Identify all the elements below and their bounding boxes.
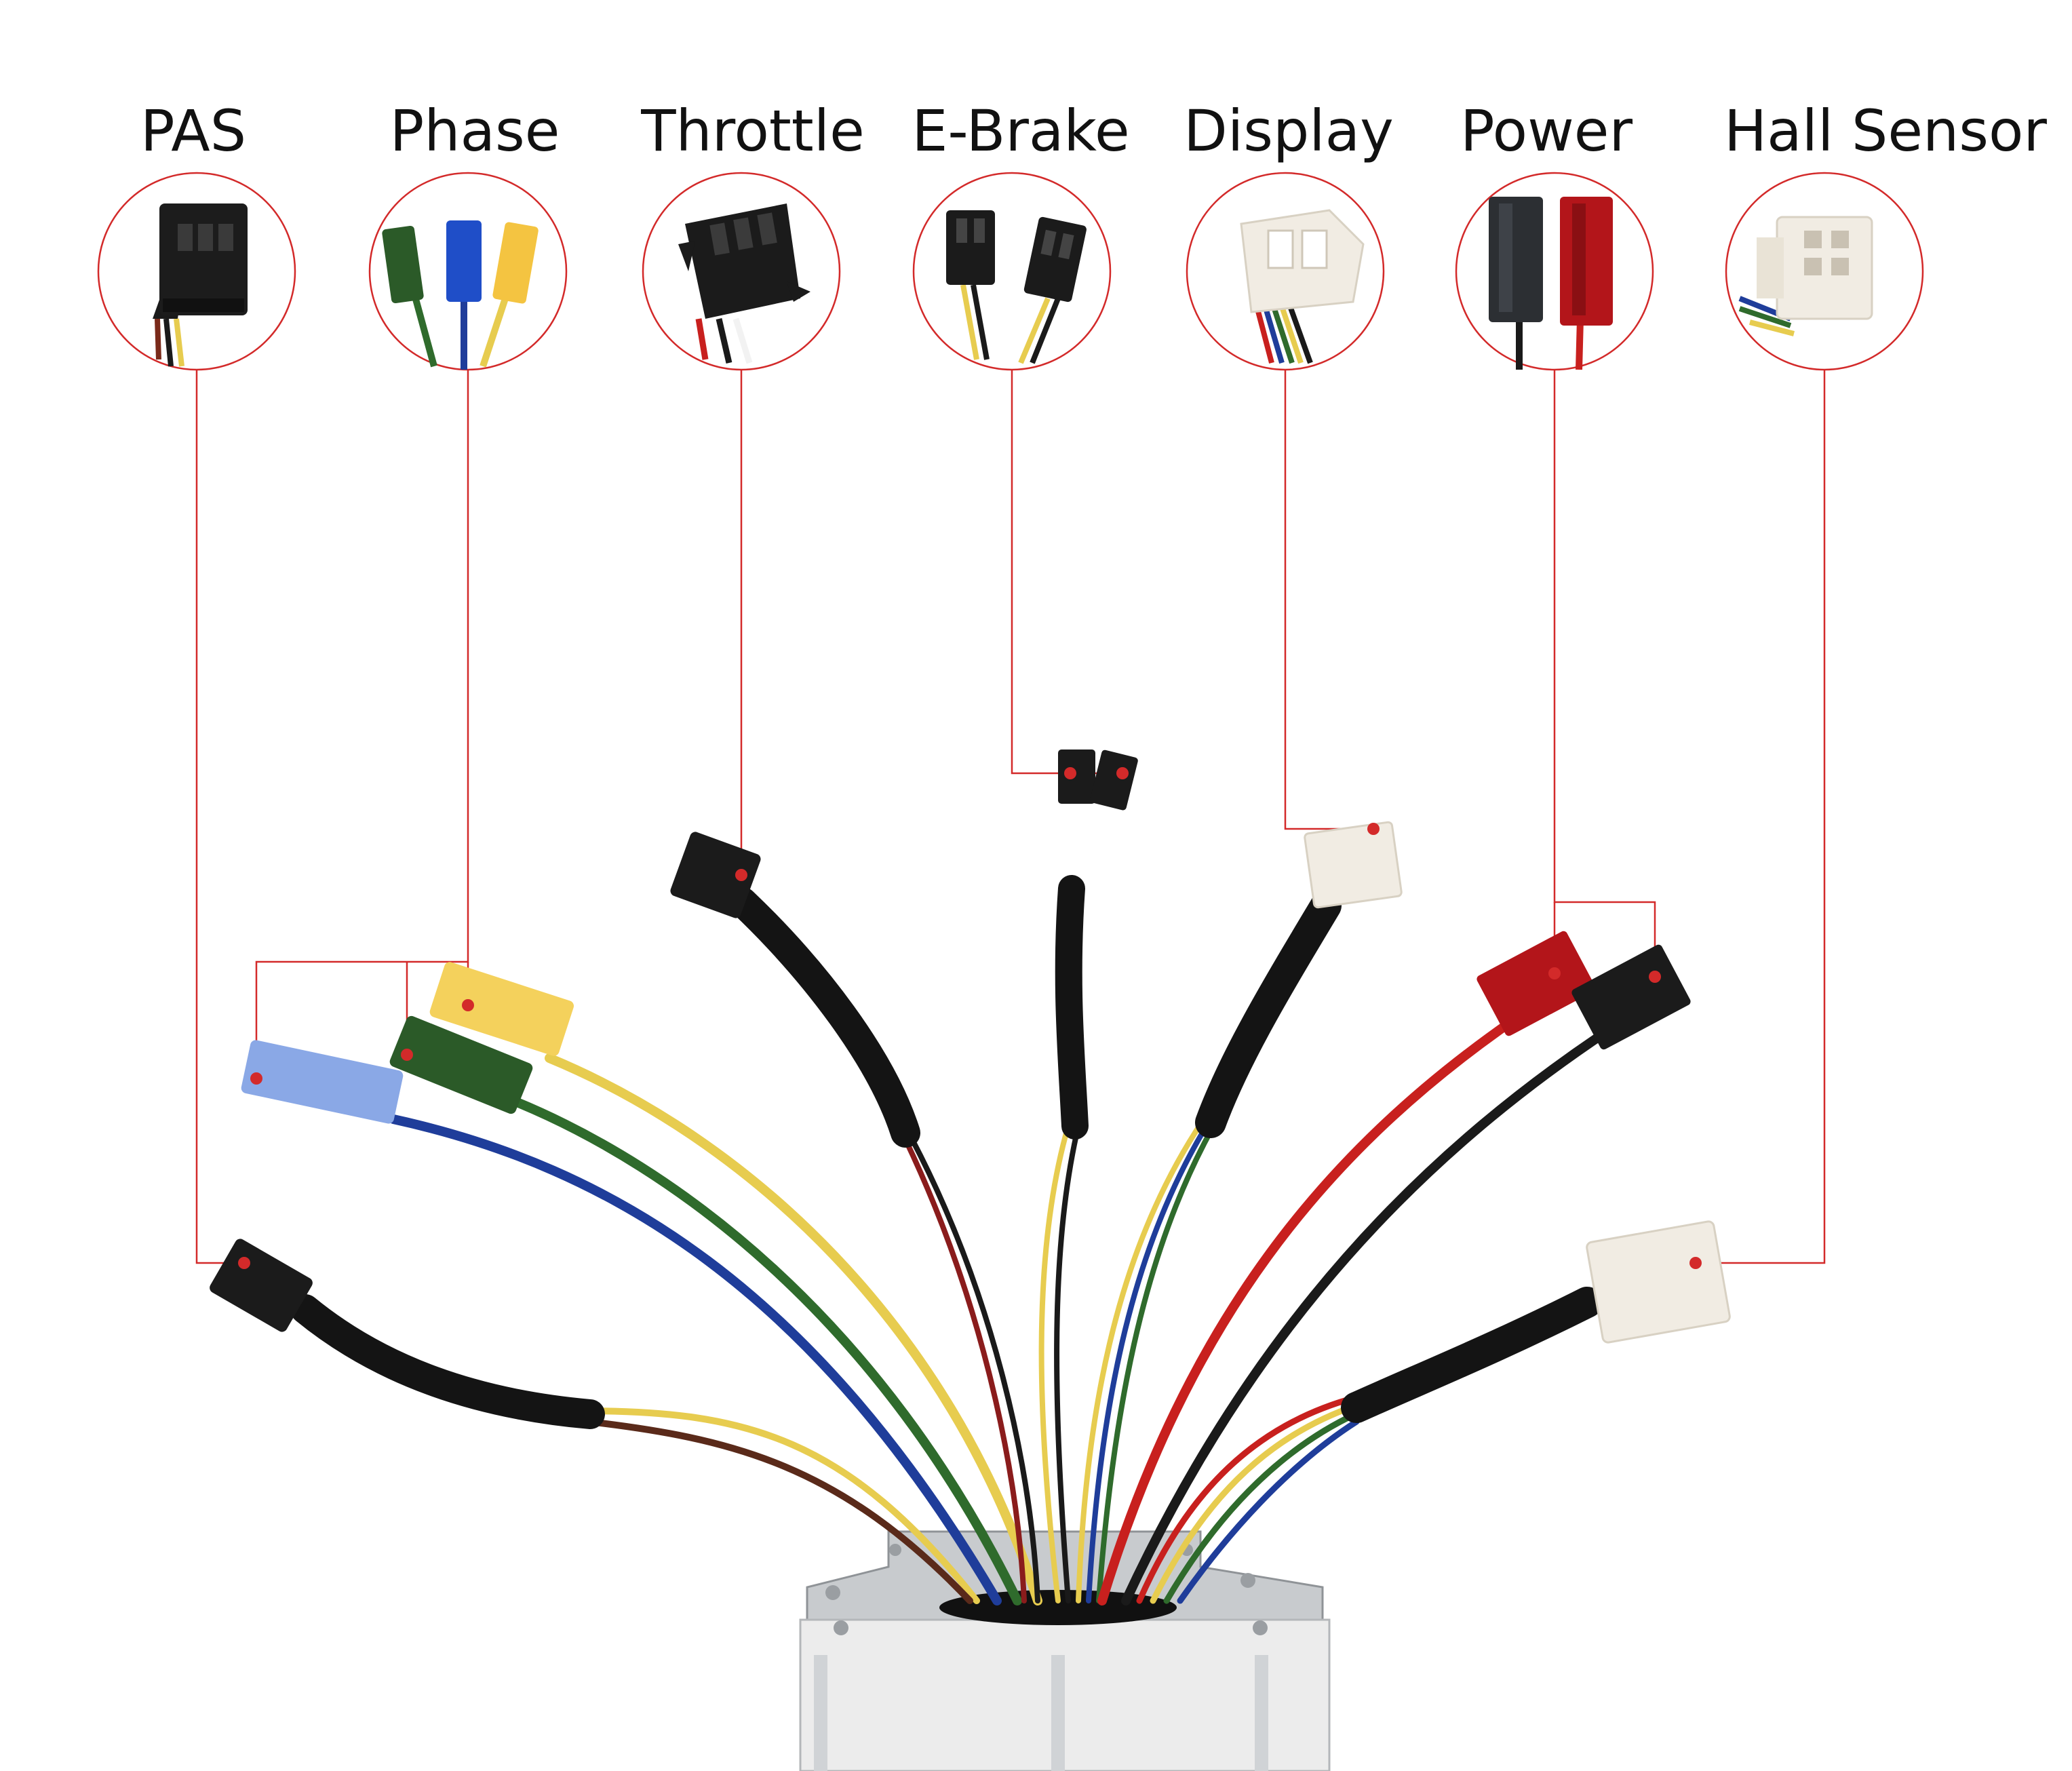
power-red-connector <box>1477 931 1596 1036</box>
display-sleeve <box>1195 890 1342 1138</box>
display-connector-icon <box>1186 172 1385 371</box>
ebrake-connector-left <box>1058 750 1095 804</box>
hall-leader <box>1696 370 1826 1264</box>
pas-dot <box>238 1257 250 1269</box>
pas-connector-icon <box>97 172 296 371</box>
phase-yellow-connector <box>429 962 574 1056</box>
display-connector <box>1304 821 1403 909</box>
display-dot <box>1367 823 1380 835</box>
phase-connectors-icon <box>368 172 568 371</box>
label-phase: Phase <box>390 98 560 164</box>
pas-connector <box>210 1239 313 1332</box>
label-ebrake: E-Brake <box>912 98 1129 164</box>
harness-connectors <box>210 750 1731 1344</box>
ebrake-sleeve <box>1055 875 1089 1140</box>
wire-bundle <box>389 1016 1612 1605</box>
label-power: Power <box>1460 98 1633 164</box>
hall-sensor-connector-icon <box>1725 172 1924 371</box>
pas-sleeve <box>290 1294 605 1429</box>
ebrake-dot-left <box>1064 767 1076 779</box>
title-row: PAS Phase Throttle E-Brake Display Power… <box>140 98 2047 164</box>
leader-dots <box>238 767 1702 1269</box>
label-hall: Hall Sensor <box>1724 98 2047 164</box>
throttle-connector <box>670 832 761 918</box>
sleeves <box>290 875 1603 1429</box>
label-throttle: Throttle <box>640 98 865 164</box>
ebrake-connector-right <box>1090 750 1138 811</box>
hall-connector <box>1586 1220 1731 1344</box>
phase-green-dot <box>401 1049 413 1061</box>
power-leader <box>1553 370 1656 977</box>
phase-leader <box>255 370 469 1078</box>
hall-dot <box>1689 1257 1702 1269</box>
ebrake-leader <box>1011 370 1122 775</box>
power-red-dot <box>1548 967 1561 979</box>
throttle-sleeve <box>728 887 920 1148</box>
phase-green-connector <box>389 1015 533 1114</box>
phase-blue-connector <box>241 1040 404 1124</box>
ebrake-connectors-icon <box>912 172 1112 371</box>
phase-yellow-dot <box>462 999 474 1011</box>
throttle-connector-icon <box>642 172 841 371</box>
power-black-connector <box>1571 944 1691 1050</box>
display-leader <box>1284 370 1373 830</box>
throttle-dot <box>735 869 747 881</box>
power-black-dot <box>1649 971 1661 983</box>
ebrake-dot-right <box>1116 767 1129 779</box>
pas-leader <box>195 370 244 1264</box>
hall-sleeve <box>1341 1287 1603 1423</box>
label-pas: PAS <box>140 98 246 164</box>
power-connectors-icon <box>1455 172 1654 371</box>
label-display: Display <box>1184 98 1394 164</box>
phase-blue-dot <box>250 1072 262 1085</box>
